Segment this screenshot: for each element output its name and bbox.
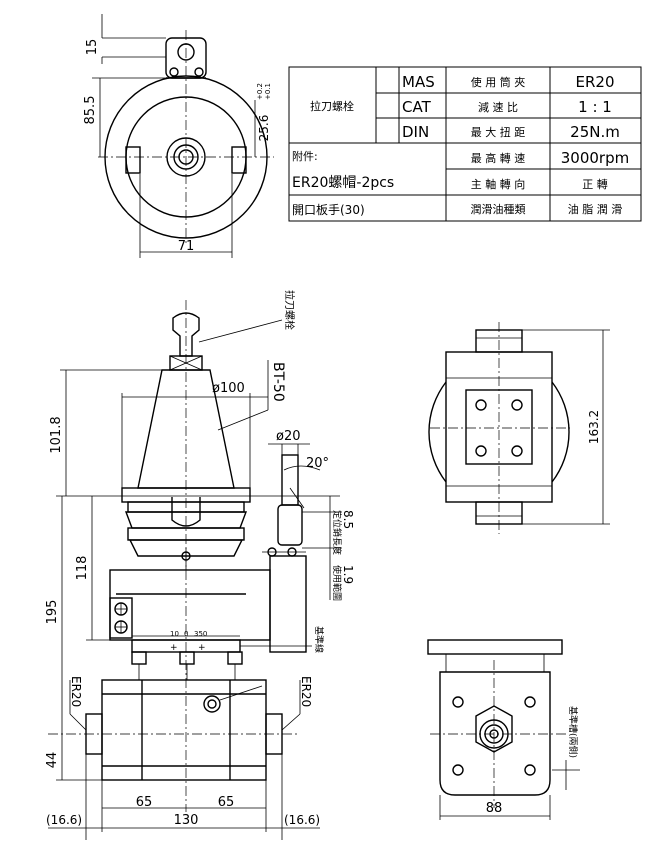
- dim-half-left: 65: [136, 795, 153, 810]
- dim-right-tol-lower: +0.1: [264, 83, 272, 100]
- dim-right-25-6: 25.6: [257, 115, 271, 142]
- dim-195: 195: [45, 600, 60, 625]
- stop-label-a: 定位銷長度: [331, 510, 343, 555]
- dim-height: 163.2: [587, 410, 601, 444]
- dim-total: 130: [174, 813, 199, 828]
- collet-left-label: ER20: [69, 676, 83, 707]
- spec-value-collet: ER20: [576, 73, 615, 91]
- standard-cat: CAT: [402, 98, 432, 116]
- dim-44: 44: [45, 752, 60, 769]
- spec-label-ratio: 減 速 比: [478, 100, 518, 114]
- spec-label-collet: 使 用 筒 夾: [471, 75, 526, 89]
- dim-top-15: 15: [85, 39, 100, 56]
- standard-mas: MAS: [402, 73, 435, 91]
- accessory-nut: ER20螺帽-2pcs: [292, 175, 394, 191]
- svg-text:+: +: [170, 643, 178, 653]
- side-view: 163.2: [428, 322, 610, 534]
- dim-ext-right: (16.6): [284, 813, 320, 827]
- scale-label-350: 350: [194, 630, 207, 638]
- standard-din: DIN: [402, 123, 429, 141]
- taper-label: BT-50: [270, 362, 286, 402]
- spec-label-speed: 最 高 轉 速: [471, 151, 526, 165]
- pull-stud-group-label: 拉刀螺栓: [310, 99, 354, 113]
- accessory-wrench: 開口板手(30): [292, 203, 365, 217]
- side-label: 基準槽(兩側): [567, 706, 579, 758]
- dim-flange-dia: ø100: [212, 381, 245, 396]
- scale-label-0: 0: [184, 630, 188, 638]
- dim-angle: 20°: [306, 456, 329, 471]
- spec-label-lubricant: 潤滑油種類: [471, 202, 526, 216]
- svg-text:+: +: [198, 643, 206, 653]
- stop-dim-a: 8.5: [341, 510, 355, 529]
- pull-stud-label: 拉刀螺栓: [283, 290, 296, 330]
- end-view: 88 基準槽(兩側): [427, 639, 580, 820]
- stop-dim-b: 1.9: [341, 565, 355, 584]
- front-view: 拉刀螺栓 ø100 BT-50 101.8 ø20: [45, 290, 355, 840]
- collet-right-label: ER20: [299, 676, 313, 707]
- stop-label-b: 使用範圍: [331, 565, 343, 601]
- dim-half-right: 65: [218, 795, 235, 810]
- spec-label-torque: 最 大 扭 距: [471, 125, 526, 139]
- spec-value-lubricant: 油 脂 潤 滑: [568, 202, 623, 216]
- dim-left-85-5: 85.5: [83, 96, 98, 125]
- dim-right-tol-upper: +0.2: [256, 83, 264, 100]
- scale-label-10: 10: [170, 630, 179, 638]
- spec-value-torque: 25N.m: [570, 123, 620, 141]
- top-view: 15 85.5 25.6 +0.2 +0.1 71: [83, 14, 274, 258]
- dim-width: 88: [486, 801, 503, 816]
- dim-101-8: 101.8: [49, 416, 64, 453]
- spec-value-ratio: 1 : 1: [578, 98, 612, 116]
- dim-stop-dia: ø20: [276, 429, 301, 444]
- dim-ext-left: (16.6): [46, 813, 82, 827]
- spec-table: 拉刀螺栓 MAS CAT DIN 使 用 筒 夾 減 速 比 最 大 扭 距 最…: [288, 66, 642, 222]
- accessories-title: 附件:: [292, 149, 318, 163]
- spec-value-speed: 3000rpm: [561, 149, 629, 167]
- spec-label-rotation: 主 軸 轉 向: [471, 177, 526, 191]
- spec-value-rotation: 正 轉: [582, 178, 608, 191]
- dim-118: 118: [75, 556, 90, 581]
- reference-label: 基準線: [313, 626, 325, 653]
- dim-bottom-71: 71: [178, 239, 195, 254]
